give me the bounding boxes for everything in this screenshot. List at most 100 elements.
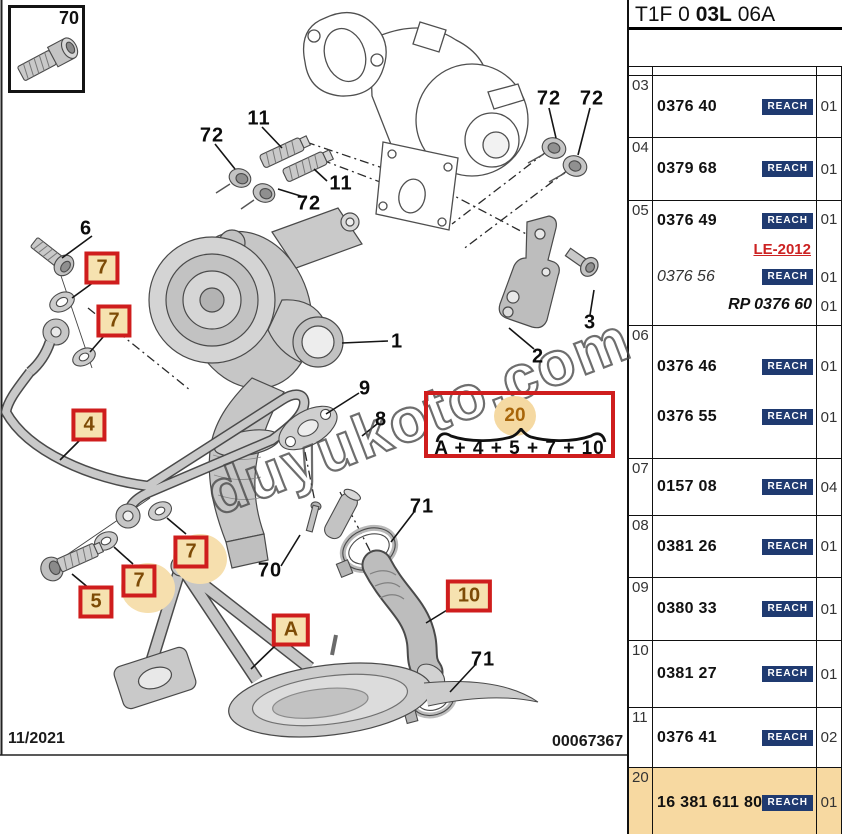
reach-badge[interactable]: REACH <box>762 538 813 555</box>
reach-badge[interactable]: REACH <box>762 359 813 376</box>
reach-badge[interactable]: REACH <box>762 269 813 285</box>
parts-diagram: duyukoto.com 70 20 A + 4 + 5 + 7 + 10 72… <box>0 0 641 756</box>
callout-5: 5 <box>78 585 114 619</box>
part-entry-line: RP 0376 60 <box>653 295 816 315</box>
reach-badge[interactable]: REACH <box>762 666 813 682</box>
callout-11: 11 <box>329 172 353 195</box>
qty-value: 01 <box>820 538 838 555</box>
reach-badge[interactable]: REACH <box>762 161 813 177</box>
row-number: 08 <box>629 516 653 577</box>
callout-7: 7 <box>173 535 209 569</box>
socket-bolt-icon <box>17 37 79 81</box>
header-gap <box>629 30 842 66</box>
callout-6: 6 <box>79 217 93 240</box>
qty-value: 04 <box>820 478 838 496</box>
row-number: 07 <box>629 459 653 515</box>
part-ref: 0376 40 <box>657 97 717 115</box>
row-number: 11 <box>629 708 653 767</box>
qty-cell: 04 <box>817 459 841 515</box>
row-number: 09 <box>629 578 653 640</box>
code-prefix: T1F 0 <box>635 3 696 26</box>
callout-7: 7 <box>96 304 132 338</box>
reach-badge[interactable]: REACH <box>762 408 813 425</box>
row-number: 10 <box>629 641 653 707</box>
callout-7: 7 <box>121 564 157 598</box>
part-ref: 0376 46 <box>657 358 717 376</box>
formula-ref-badge: 20 <box>494 396 536 436</box>
stud-and-nut-parts <box>215 135 588 210</box>
reach-badge[interactable]: REACH <box>762 794 813 811</box>
callout-a: A <box>271 613 311 647</box>
part-ref: 0376 55 <box>657 407 717 425</box>
part-ref: RP 0376 60 <box>728 296 812 313</box>
callout-8: 8 <box>374 408 388 431</box>
reach-badge[interactable]: REACH <box>762 98 813 115</box>
reach-badge[interactable]: REACH <box>762 601 813 617</box>
callout-71: 71 <box>470 648 496 671</box>
reach-badge[interactable]: REACH <box>762 479 813 495</box>
qty-value: 01 <box>820 794 838 811</box>
part-ref: 0376 56 <box>657 268 715 285</box>
qty-cell: 01 <box>817 578 841 640</box>
callout-70: 70 <box>257 559 283 582</box>
callout-3: 3 <box>583 311 597 334</box>
oil-return-parts <box>278 405 457 725</box>
page-frame <box>0 0 627 756</box>
part-entry-line: 0376 56 REACH <box>653 267 816 287</box>
callout-72: 72 <box>296 192 322 215</box>
callout-11: 11 <box>247 107 271 130</box>
qty-value: 01 <box>820 600 838 618</box>
qty-value: 01 <box>820 358 838 376</box>
row-number: 05 <box>629 201 653 325</box>
reach-badge[interactable]: REACH <box>762 213 813 229</box>
qty-value: 01 <box>820 408 838 426</box>
part-note: LE-2012 <box>753 240 811 258</box>
qty-value: 01 <box>820 665 838 683</box>
callout-9: 9 <box>358 377 372 400</box>
inset-part-label: 70 <box>58 8 79 28</box>
qty-value: 01 <box>820 297 838 315</box>
part-ref-cell: 0380 33 REACH <box>653 578 817 640</box>
reach-badge[interactable]: REACH <box>762 729 813 746</box>
part-entry-line: LE-2012 <box>653 239 816 259</box>
part-entry-line: 0381 27 REACH <box>653 664 816 684</box>
qty-value: 02 <box>820 729 838 746</box>
part-ref: 0376 49 <box>657 212 717 229</box>
callout-71: 71 <box>409 495 435 518</box>
qty-cell: 01 <box>817 768 841 834</box>
row-number: 20 <box>629 768 653 834</box>
edition-date: 11/2021 <box>8 730 65 747</box>
part-entry-line: 0380 33 REACH <box>653 599 816 619</box>
strip-content-cell <box>653 67 817 75</box>
row-number: 04 <box>629 138 653 200</box>
qty-value: 01 <box>820 268 838 286</box>
assembly-formula-box: 20 A + 4 + 5 + 7 + 10 <box>424 391 615 459</box>
callout-2: 2 <box>531 345 545 368</box>
brace-icon <box>435 428 607 443</box>
part-ref: 0381 27 <box>657 665 717 682</box>
callout-7: 7 <box>84 251 120 285</box>
part-ref: 0380 33 <box>657 600 717 617</box>
callout-1: 1 <box>390 330 404 353</box>
